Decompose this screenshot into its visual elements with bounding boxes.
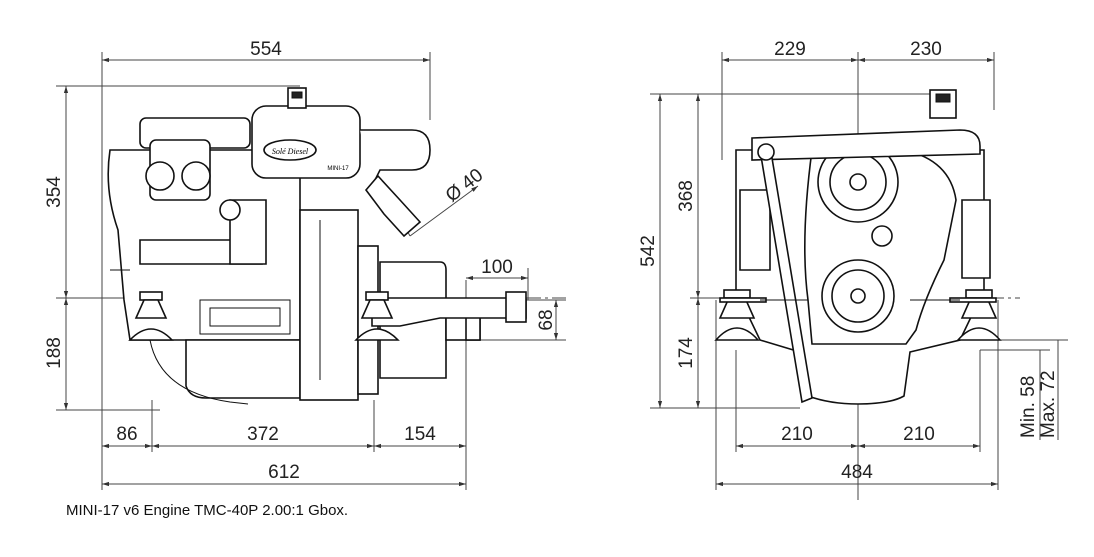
dim-210-left: 210 — [781, 424, 813, 445]
dim-230: 230 — [910, 39, 942, 60]
dim-154: 154 — [404, 424, 436, 445]
dim-174: 174 — [676, 337, 697, 369]
engine-drawing: 554 354 188 86 372 154 612 100 68 Ø 40 — [44, 39, 1068, 500]
dim-86: 86 — [116, 424, 137, 445]
model-label: MINI-17 — [327, 166, 349, 172]
engine-side-body: Solé Diesel MINI-17 — [107, 87, 527, 405]
engine-front-body — [714, 89, 1002, 405]
dim-max-72: Max. 72 — [1038, 370, 1059, 438]
dim-100: 100 — [481, 257, 513, 278]
dim-612: 612 — [268, 462, 300, 483]
dim-354: 354 — [44, 176, 65, 208]
dim-min-58: Min. 58 — [1018, 376, 1039, 438]
dim-229: 229 — [774, 39, 806, 60]
figure-caption: MINI-17 v6 Engine TMC-40P 2.00:1 Gbox. — [66, 502, 349, 519]
dim-554: 554 — [250, 39, 282, 60]
dim-368: 368 — [676, 180, 697, 212]
engine-mount-right — [354, 291, 400, 341]
front-mount-left — [714, 289, 767, 341]
dim-372: 372 — [247, 424, 279, 445]
front-view: 229 230 542 368 174 210 210 484 Min. 58 … — [638, 39, 1068, 500]
engine-mount-left — [128, 291, 174, 341]
dim-68: 68 — [536, 309, 557, 330]
dim-484: 484 — [841, 462, 873, 483]
dim-diameter-40: Ø 40 — [442, 165, 487, 207]
side-view: 554 354 188 86 372 154 612 100 68 Ø 40 — [44, 39, 566, 490]
dim-542: 542 — [638, 235, 659, 267]
dim-210-right: 210 — [903, 424, 935, 445]
dim-188: 188 — [44, 337, 65, 369]
brand-logo-text: Solé Diesel — [272, 147, 309, 156]
